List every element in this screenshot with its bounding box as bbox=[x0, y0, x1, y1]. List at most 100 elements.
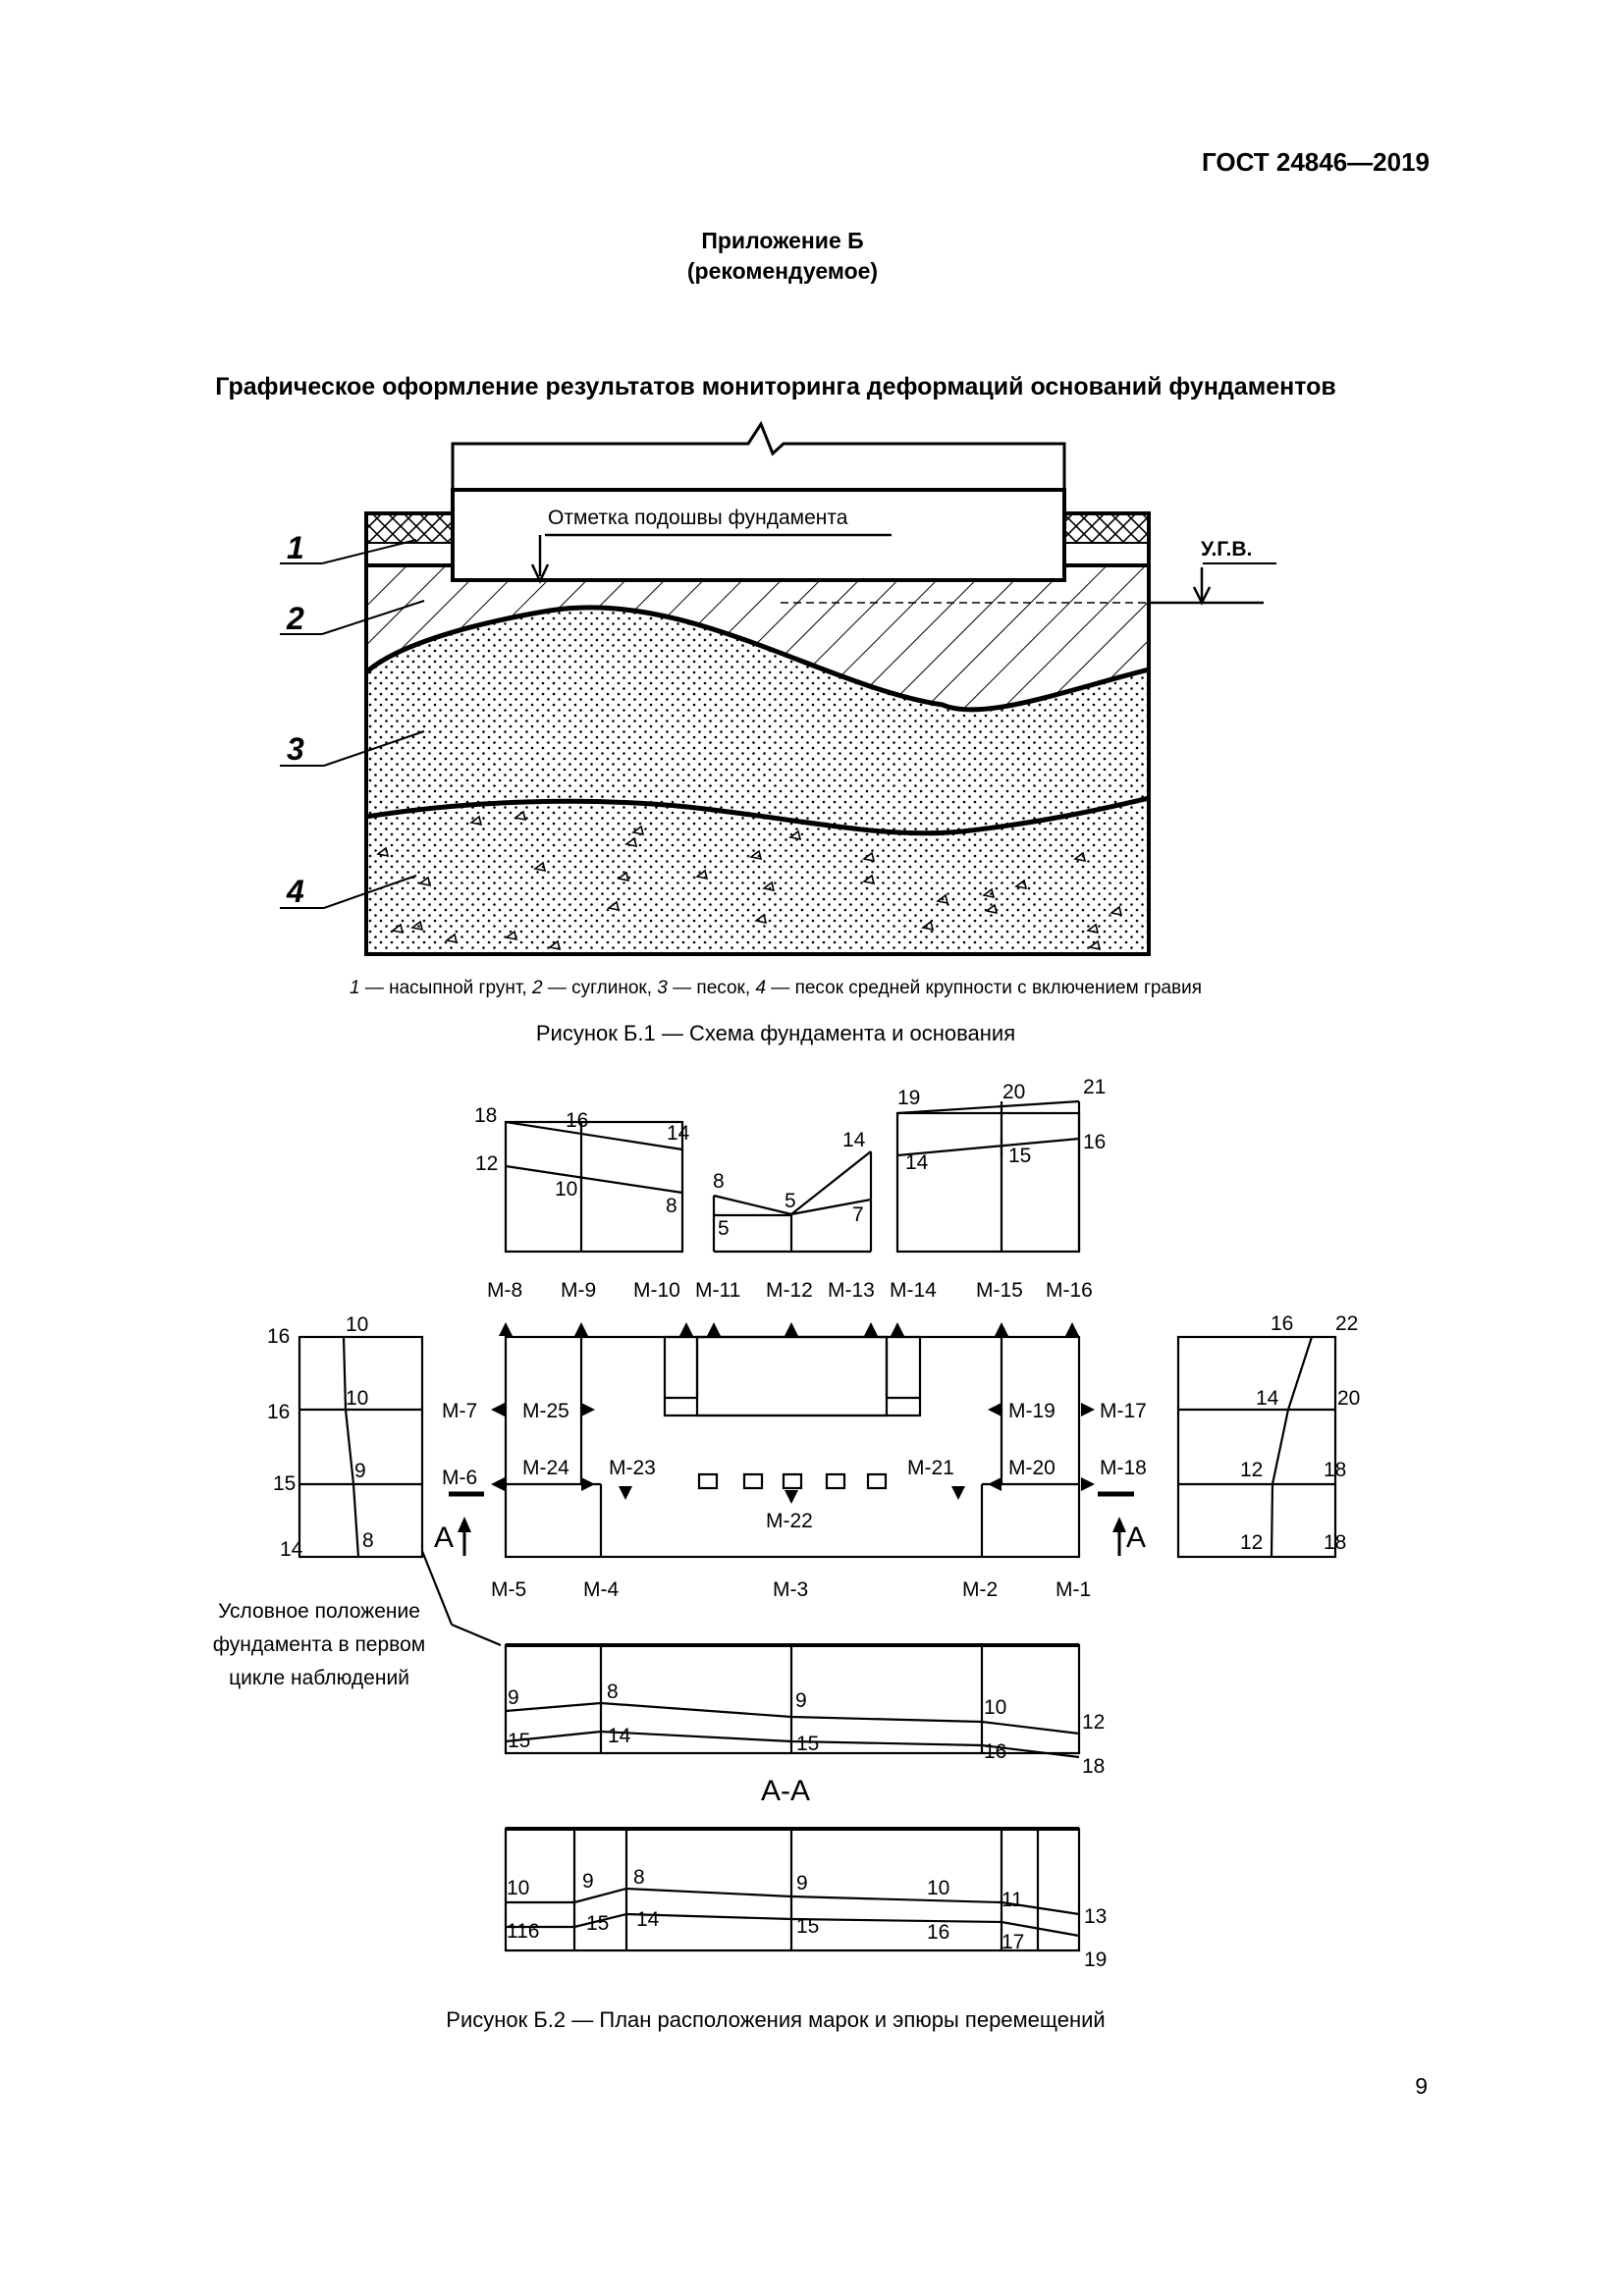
epure-value: 14 bbox=[636, 1908, 660, 1931]
epure-value: 10 bbox=[507, 1877, 530, 1899]
epure-value: 16 bbox=[1271, 1312, 1294, 1335]
epure-value: 14 bbox=[280, 1538, 303, 1561]
mark-label: М-24 bbox=[522, 1457, 569, 1479]
epure-value: 14 bbox=[905, 1151, 929, 1174]
epure-value: 9 bbox=[582, 1870, 594, 1893]
mark-label: М-12 bbox=[766, 1279, 813, 1302]
epure-value: 9 bbox=[796, 1872, 808, 1895]
mark-label: М-10 bbox=[633, 1279, 680, 1302]
groundwater-label: У.Г.В. bbox=[1201, 538, 1253, 561]
mark-label: М-16 bbox=[1046, 1279, 1093, 1302]
layer-number-1: 1 bbox=[287, 530, 304, 565]
epure-value: 15 bbox=[273, 1472, 297, 1495]
epure-value: 11 bbox=[1001, 1889, 1023, 1911]
epure-value: 13 bbox=[1084, 1905, 1108, 1928]
epure-value: 12 bbox=[1240, 1531, 1264, 1554]
epure-value: 18 bbox=[1324, 1531, 1347, 1554]
epure-value: 10 bbox=[927, 1877, 950, 1899]
mark-label: М-25 bbox=[522, 1400, 569, 1422]
note-first-cycle: Условное положение фундамента в первом ц… bbox=[212, 1600, 426, 1689]
mark-label: М-15 bbox=[976, 1279, 1023, 1302]
epure-value: 16 bbox=[927, 1921, 950, 1944]
epure-value: 10 bbox=[346, 1313, 369, 1336]
epure-value: 8 bbox=[713, 1170, 725, 1193]
epure-value: 12 bbox=[475, 1152, 499, 1175]
epure-value: 10 bbox=[555, 1178, 578, 1201]
epure-value: 9 bbox=[795, 1689, 807, 1712]
mark-label: М-3 bbox=[773, 1578, 809, 1601]
epure-value: 8 bbox=[633, 1866, 645, 1889]
mark-label: М-2 bbox=[962, 1578, 999, 1601]
section-aa-title: А-А bbox=[761, 1775, 811, 1807]
epure-value: 15 bbox=[796, 1915, 820, 1938]
mark-label: М-17 bbox=[1100, 1400, 1147, 1422]
epure-value: 20 bbox=[1337, 1387, 1361, 1410]
epure-value: 21 bbox=[1083, 1076, 1107, 1098]
epure-value: 15 bbox=[586, 1912, 610, 1935]
epure-value: 10 bbox=[346, 1387, 369, 1410]
mark-label: М-6 bbox=[442, 1467, 478, 1489]
mark-label: М-11 bbox=[695, 1279, 741, 1302]
mark-label: М-8 bbox=[487, 1279, 523, 1302]
epure-value: 18 bbox=[1082, 1755, 1106, 1778]
epure-value: 9 bbox=[354, 1460, 366, 1482]
epure-value: 7 bbox=[852, 1203, 864, 1226]
appendix-title: Приложение Б bbox=[701, 228, 864, 253]
section-title: Графическое оформление результатов монит… bbox=[215, 373, 1336, 400]
mark-label: М-13 bbox=[828, 1279, 875, 1302]
foundation-level-label: Отметка подошвы фундамента bbox=[548, 507, 848, 529]
epure-value: 16 bbox=[267, 1401, 291, 1423]
figure-b2-caption: Рисунок Б.2 — План расположения марок и … bbox=[446, 2007, 1106, 2032]
epure-value: 14 bbox=[1256, 1387, 1279, 1410]
epure-value: 116 bbox=[507, 1920, 540, 1943]
epure-value: 15 bbox=[508, 1730, 531, 1752]
document-code: ГОСТ 24846—2019 bbox=[1202, 147, 1430, 177]
mark-label: М-5 bbox=[491, 1578, 527, 1601]
mark-label: М-7 bbox=[442, 1400, 478, 1422]
section-marker-right: А bbox=[1126, 1522, 1147, 1554]
epure-value: 20 bbox=[1002, 1081, 1026, 1103]
mark-label: М-22 bbox=[766, 1510, 813, 1532]
epure-value: 15 bbox=[1008, 1145, 1032, 1167]
mark-label: М-21 bbox=[907, 1457, 954, 1479]
layer-number-2: 2 bbox=[287, 601, 304, 636]
mark-label: М-19 bbox=[1008, 1400, 1056, 1422]
mark-label: М-4 bbox=[583, 1578, 620, 1601]
epure-value: 12 bbox=[1240, 1459, 1264, 1481]
mark-label: М-23 bbox=[609, 1457, 656, 1479]
epure-value: 10 bbox=[984, 1696, 1007, 1719]
epure-value: 16 bbox=[1083, 1131, 1107, 1153]
epure-value: 19 bbox=[1084, 1949, 1108, 1971]
epure-value: 19 bbox=[897, 1087, 921, 1109]
epure-value: 16 bbox=[267, 1325, 291, 1348]
epure-value: 22 bbox=[1335, 1312, 1359, 1335]
layer-number-3: 3 bbox=[287, 731, 304, 767]
mark-label: М-1 bbox=[1056, 1578, 1092, 1601]
epure-value: 16 bbox=[566, 1109, 589, 1132]
epure-value: 5 bbox=[718, 1217, 730, 1240]
epure-value: 14 bbox=[667, 1122, 690, 1145]
layer-number-4: 4 bbox=[287, 874, 304, 909]
epure-value: 9 bbox=[508, 1686, 519, 1709]
epure-value: 12 bbox=[1082, 1711, 1106, 1734]
epure-value: 8 bbox=[666, 1195, 677, 1217]
section-marker-left: А bbox=[434, 1522, 455, 1554]
figure-b1-legend: 1 — насыпной грунт, 2 — суглинок, 3 — пе… bbox=[349, 978, 1203, 998]
epure-value: 5 bbox=[785, 1190, 796, 1212]
epure-value: 8 bbox=[607, 1681, 619, 1703]
epure-value: 8 bbox=[362, 1529, 374, 1552]
mark-label: М-20 bbox=[1008, 1457, 1056, 1479]
page-number: 9 bbox=[1415, 2073, 1428, 2099]
figure-b1-caption: Рисунок Б.1 — Схема фундамента и основан… bbox=[535, 1021, 1016, 1045]
appendix-subtitle: (рекомендуемое) bbox=[686, 258, 879, 284]
mark-label: М-9 bbox=[561, 1279, 597, 1302]
epure-value: 18 bbox=[474, 1104, 498, 1127]
epure-value: 15 bbox=[796, 1733, 820, 1755]
epure-value: 17 bbox=[1001, 1931, 1025, 1953]
mark-label: М-18 bbox=[1100, 1457, 1147, 1479]
epure-value: 18 bbox=[1324, 1459, 1347, 1481]
epure-value: 16 bbox=[984, 1740, 1007, 1763]
mark-label: М-14 bbox=[890, 1279, 937, 1302]
epure-value: 14 bbox=[842, 1129, 866, 1151]
